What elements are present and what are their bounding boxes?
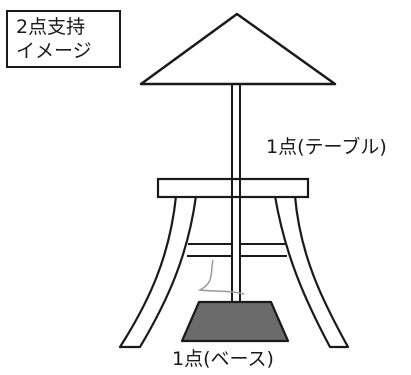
cable [197,259,245,295]
left-leg [118,194,198,349]
title-line-1: 2点支持 [16,16,86,38]
diagram-title-box: 2点支持 イメージ [6,10,121,68]
umbrella-base [180,300,290,343]
umbrella-canopy [139,12,337,86]
base-support-label: 1点(ベース) [172,348,274,370]
table-support-label: 1点(テーブル) [266,136,387,158]
title-line-2: イメージ [16,40,92,62]
right-leg [273,194,350,349]
